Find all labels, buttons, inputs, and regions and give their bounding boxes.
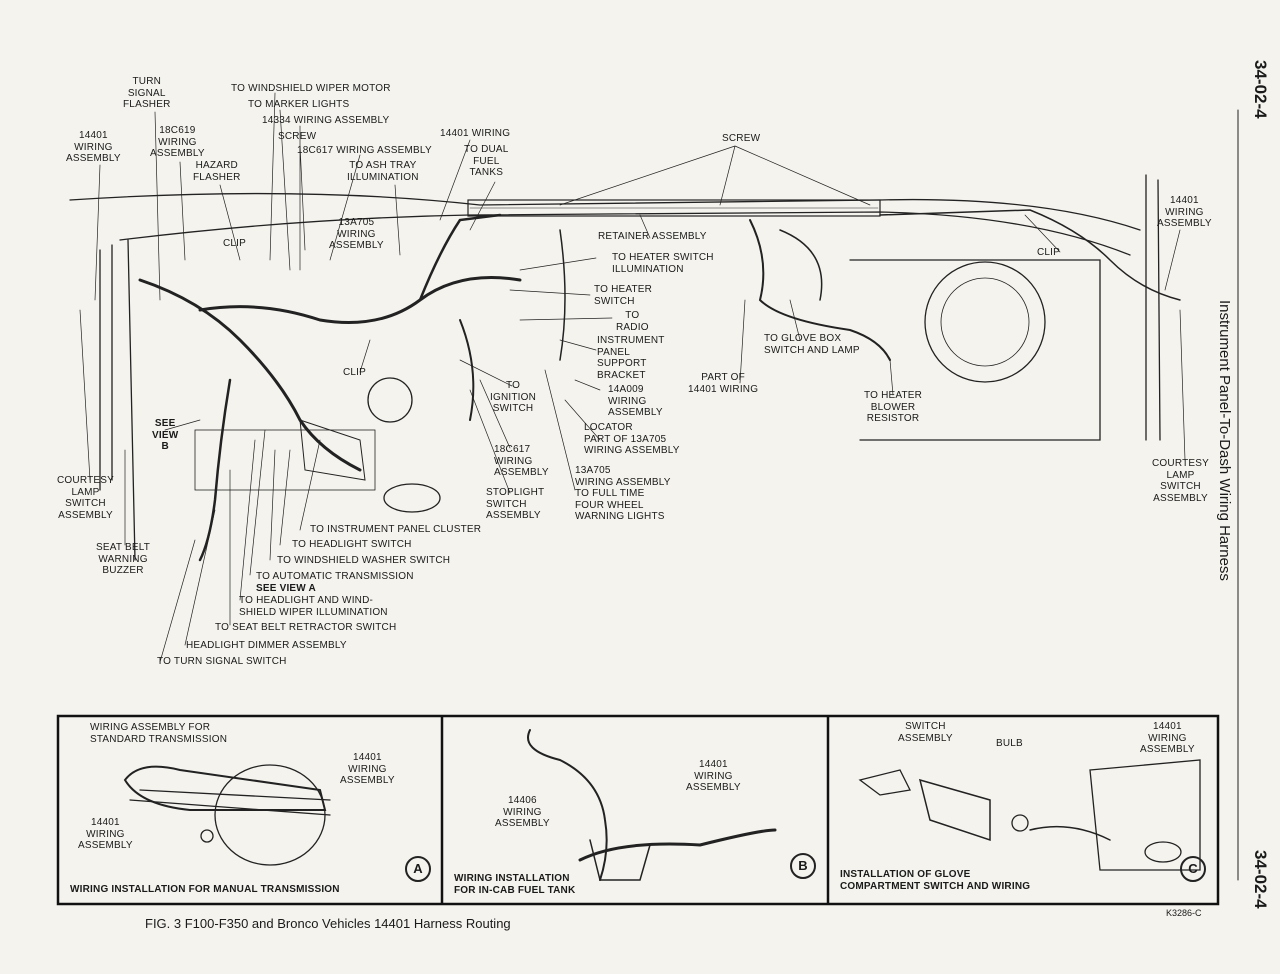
label-stoplight: STOPLIGHT SWITCH ASSEMBLY	[486, 487, 545, 521]
label-part-of-14401: PART OF 14401 WIRING	[688, 372, 759, 395]
label-courtesy-left: COURTESY LAMP SWITCH ASSEMBLY	[57, 475, 114, 521]
label-turn-signal-switch: TO TURN SIGNAL SWITCH	[157, 656, 287, 667]
label-ip-cluster: TO INSTRUMENT PANEL CLUSTER	[310, 524, 482, 535]
label-dual-fuel: TO DUAL FUEL TANKS	[464, 144, 509, 178]
label-wiring-18c617-top: 18C617 WIRING ASSEMBLY	[297, 145, 432, 156]
label-wiring-18c619: 18C619 WIRING ASSEMBLY	[150, 125, 205, 159]
label-13a705-low: 13A705 WIRING ASSEMBLY TO FULL TIME FOUR…	[575, 465, 671, 522]
label-wiring-14401-top: 14401 WIRING	[440, 128, 511, 139]
label-headlight-switch: TO HEADLIGHT SWITCH	[292, 539, 412, 550]
label-seat-belt-buzzer: SEAT BELT WARNING BUZZER	[96, 542, 151, 576]
view-a-wiring-right: 14401 WIRING ASSEMBLY	[340, 752, 395, 786]
view-c-badge: C	[1180, 856, 1206, 882]
view-a-badge: A	[405, 856, 431, 882]
label-see-view-b: SEE VIEW B	[152, 418, 179, 452]
label-auto-trans: TO AUTOMATIC TRANSMISSION	[256, 571, 414, 582]
label-clip-center: CLIP	[343, 367, 367, 378]
label-wiring-13a705-upper: 13A705 WIRING ASSEMBLY	[329, 217, 384, 251]
view-a-std-trans: WIRING ASSEMBLY FOR STANDARD TRANSMISSIO…	[90, 722, 228, 745]
drawing-code: K3286-C	[1166, 908, 1202, 918]
label-18c617-low: 18C617 WIRING ASSEMBLY	[494, 444, 549, 478]
label-wiring-14401-right: 14401 WIRING ASSEMBLY	[1157, 195, 1212, 229]
label-ash-tray: TO ASH TRAY ILLUMINATION	[347, 160, 419, 183]
view-b-wiring-14401: 14401 WIRING ASSEMBLY	[686, 759, 741, 793]
figure-caption: FIG. 3 F100-F350 and Bronco Vehicles 144…	[145, 916, 511, 931]
label-turn-signal-flasher: TURN SIGNAL FLASHER	[123, 76, 171, 110]
label-headlight-wiper-illum: TO HEADLIGHT AND WIND- SHIELD WIPER ILLU…	[239, 595, 388, 618]
label-seat-belt-retractor: TO SEAT BELT RETRACTOR SWITCH	[215, 622, 397, 633]
label-dimmer: HEADLIGHT DIMMER ASSEMBLY	[186, 640, 347, 651]
label-glove-box: TO GLOVE BOX SWITCH AND LAMP	[764, 333, 860, 356]
label-wiring-14401-left: 14401 WIRING ASSEMBLY	[66, 130, 121, 164]
label-see-view-a: SEE VIEW A	[256, 583, 316, 594]
view-a-wiring-left: 14401 WIRING ASSEMBLY	[78, 817, 133, 851]
label-marker-lights: TO MARKER LIGHTS	[248, 99, 350, 110]
label-heater-blower: TO HEATER BLOWER RESISTOR	[864, 390, 923, 424]
label-heater-switch-illum: TO HEATER SWITCH ILLUMINATION	[612, 252, 714, 275]
label-clip-left: CLIP	[223, 238, 247, 249]
side-title: Instrument Panel-To-Dash Wiring Harness	[1216, 300, 1233, 581]
page-number-bottom: 34-02-4	[1251, 850, 1270, 909]
label-courtesy-right: COURTESY LAMP SWITCH ASSEMBLY	[1152, 458, 1209, 504]
label-clip-right: CLIP	[1037, 247, 1061, 258]
view-c-wiring-14401: 14401 WIRING ASSEMBLY	[1140, 721, 1195, 755]
label-locator: LOCATOR PART OF 13A705 WIRING ASSEMBLY	[584, 422, 680, 456]
view-a-title: WIRING INSTALLATION FOR MANUAL TRANSMISS…	[70, 884, 340, 895]
label-heater-switch: TO HEATER SWITCH	[594, 284, 653, 307]
label-ip-bracket: INSTRUMENT PANEL SUPPORT BRACKET	[597, 335, 665, 381]
view-b-title: WIRING INSTALLATION FOR IN-CAB FUEL TANK	[454, 873, 576, 896]
view-b-wiring-14406: 14406 WIRING ASSEMBLY	[495, 795, 550, 829]
label-screw-left: SCREW	[278, 131, 317, 142]
label-retainer: RETAINER ASSEMBLY	[598, 231, 707, 242]
label-wiring-14334: 14334 WIRING ASSEMBLY	[262, 115, 390, 126]
label-washer-switch: TO WINDSHIELD WASHER SWITCH	[277, 555, 451, 566]
view-b-badge: B	[790, 853, 816, 879]
label-ignition: TO IGNITION SWITCH	[490, 380, 537, 414]
label-radio: TO RADIO	[616, 310, 649, 333]
view-c-bulb: BULB	[996, 738, 1023, 749]
label-hazard-flasher: HAZARD FLASHER	[193, 160, 241, 183]
page-number-top: 34-02-4	[1251, 60, 1270, 119]
view-c-title: INSTALLATION OF GLOVE COMPARTMENT SWITCH…	[840, 869, 1031, 892]
label-screw-right: SCREW	[722, 133, 761, 144]
view-c-switch: SWITCH ASSEMBLY	[898, 721, 953, 744]
label-14a009: 14A009 WIRING ASSEMBLY	[608, 384, 663, 418]
label-wiper-motor: TO WINDSHIELD WIPER MOTOR	[231, 83, 391, 94]
